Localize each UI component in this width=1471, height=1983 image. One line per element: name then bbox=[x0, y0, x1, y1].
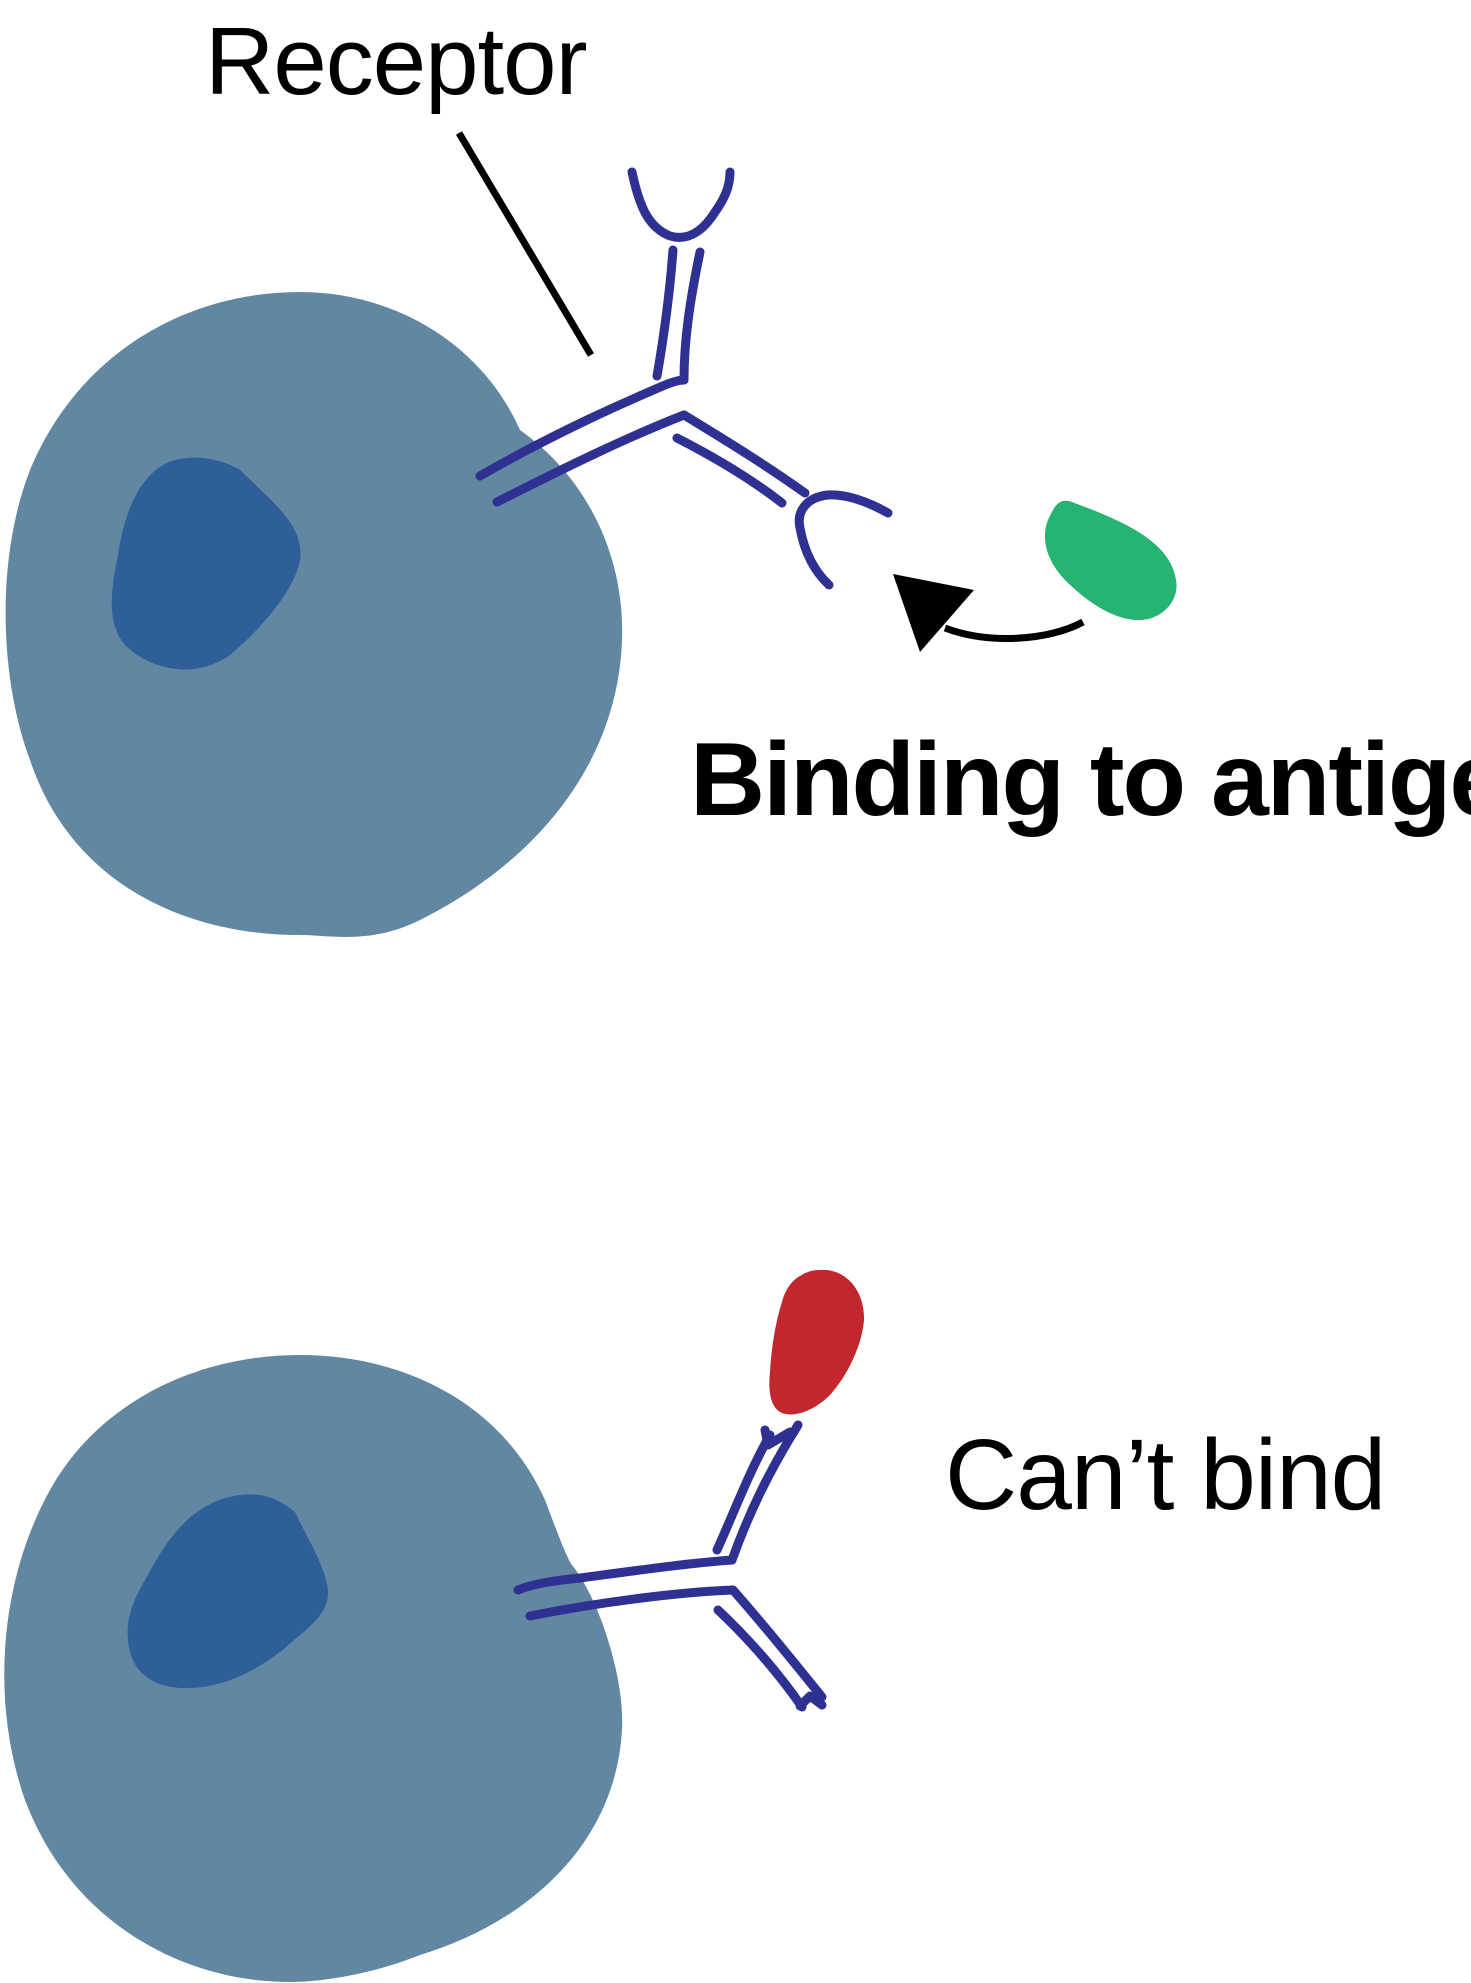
binding-label: Binding to antigen bbox=[690, 722, 1471, 838]
top-nucleus bbox=[111, 457, 301, 670]
receptor-pointer-line bbox=[455, 131, 595, 357]
top-receptor bbox=[475, 167, 893, 590]
binding-arrowhead bbox=[893, 574, 974, 652]
top-panel bbox=[5, 131, 1177, 937]
receptor-label: Receptor bbox=[205, 8, 588, 115]
bottom-receptor bbox=[513, 1420, 827, 1712]
cant-bind-label: Can’t bind bbox=[945, 1419, 1386, 1531]
antigen-red bbox=[769, 1269, 865, 1415]
bottom-panel bbox=[4, 1269, 865, 1982]
antigen-green bbox=[1044, 500, 1177, 621]
top-cell bbox=[5, 292, 623, 937]
bottom-nucleus bbox=[127, 1494, 329, 1689]
binding-arrow-curve bbox=[943, 618, 1085, 642]
bottom-cell bbox=[4, 1355, 623, 1982]
